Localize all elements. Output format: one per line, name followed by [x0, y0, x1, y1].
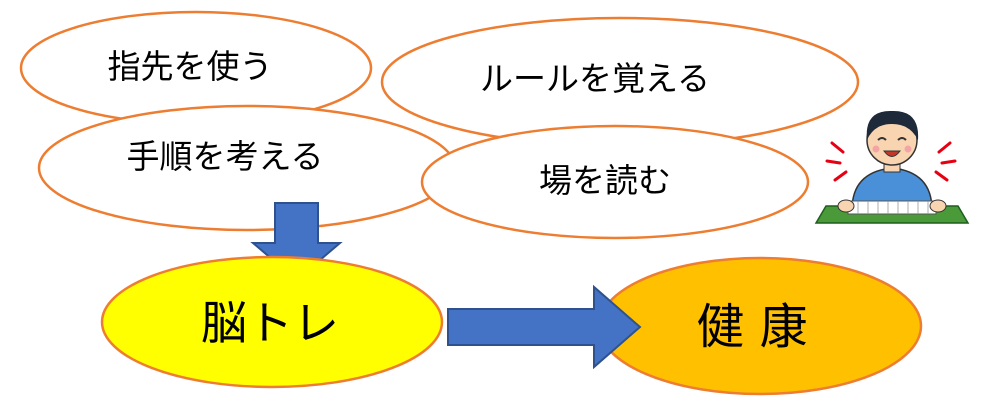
activity-rules: ルールを覚える — [380, 16, 860, 148]
brain-training-label: 脳トレ — [201, 296, 339, 350]
brain-training-ellipse — [100, 255, 444, 389]
right-arrow-icon — [447, 284, 642, 370]
activity-finger-label: 指先を使う — [108, 47, 273, 86]
health: 健 康 — [597, 256, 923, 396]
activity-procedure: 手順を考える — [37, 104, 457, 232]
person-playing-mahjong-icon — [814, 110, 970, 224]
activity-situation-label: 場を読む — [539, 161, 671, 200]
activity-situation-ellipse — [420, 124, 810, 240]
activity-finger: 指先を使う — [19, 10, 373, 126]
health-label: 健 康 — [696, 299, 807, 355]
brain-training: 脳トレ — [100, 255, 444, 389]
activity-rules-label: ルールを覚える — [480, 59, 710, 98]
excitement-marks — [825, 141, 957, 182]
activity-situation: 場を読む — [420, 124, 810, 240]
activity-procedure-label: 手順を考える — [126, 137, 323, 176]
